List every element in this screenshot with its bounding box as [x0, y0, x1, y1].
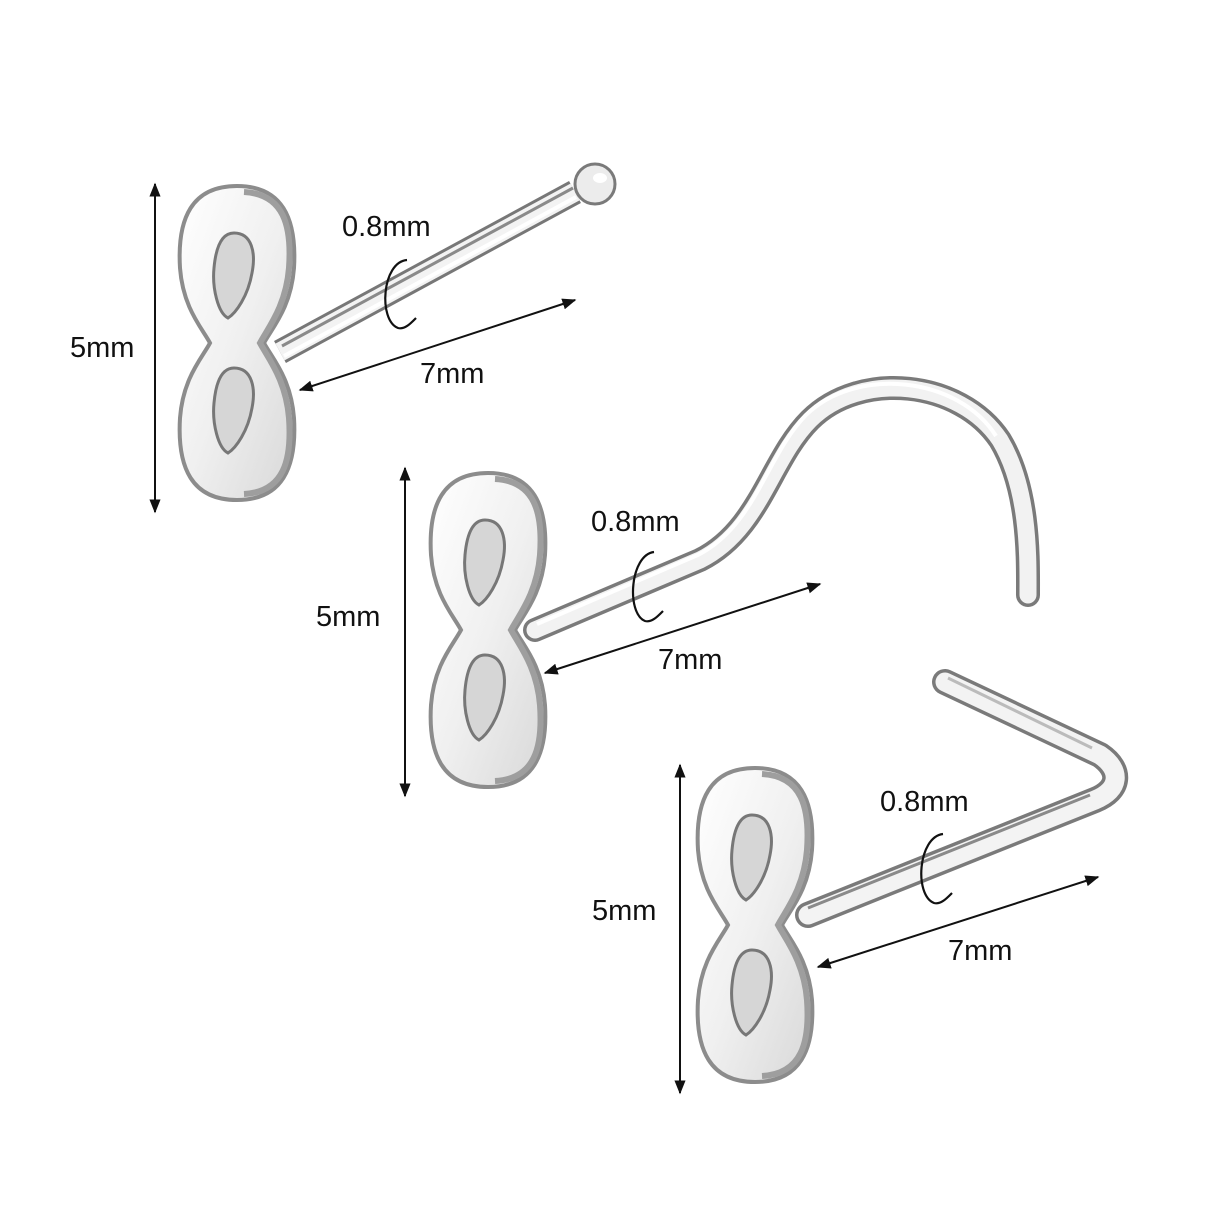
length-arrow-3	[816, 875, 1100, 969]
ball-end-icon	[573, 162, 617, 206]
product-l-shape-stud	[698, 669, 1129, 1082]
height-label-2: 5mm	[316, 601, 381, 633]
height-label-3: 5mm	[592, 895, 657, 927]
product-screw-stud	[431, 376, 1041, 787]
length-arrow-2	[543, 582, 822, 675]
gauge-label-3: 0.8mm	[880, 786, 969, 818]
length-label-2: 7mm	[658, 644, 723, 676]
gauge-ring-icon-2	[631, 550, 664, 623]
infinity-bottom-icon	[698, 768, 813, 1082]
gauge-label-1: 0.8mm	[342, 211, 431, 243]
gauge-ring-icon-3	[920, 832, 953, 905]
height-label-1: 5mm	[70, 332, 135, 364]
gauge-label-2: 0.8mm	[591, 506, 680, 538]
length-label-1: 7mm	[420, 358, 485, 390]
gauge-ring-icon-1	[384, 258, 417, 330]
length-arrow-1	[298, 298, 577, 392]
length-label-3: 7mm	[948, 935, 1013, 967]
